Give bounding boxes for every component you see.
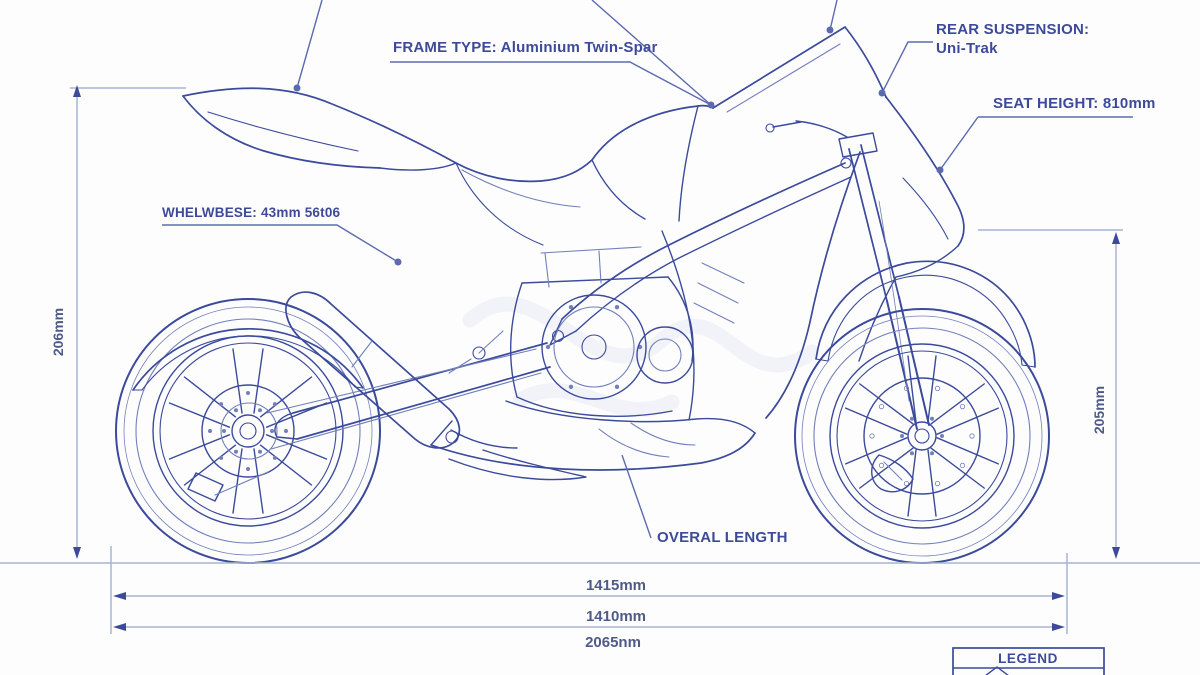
dimension-lines	[0, 85, 1200, 634]
seat	[455, 159, 593, 183]
exhaust	[285, 291, 518, 449]
dimension-front-height: 205mm	[1091, 386, 1107, 434]
rear-wheel	[115, 298, 381, 564]
frame	[461, 162, 852, 346]
leader-dot	[826, 26, 834, 34]
dimension-rear-height: 206mm	[50, 308, 66, 356]
rear-disc-holes	[208, 391, 288, 471]
engine	[448, 246, 745, 417]
seat-height-label: SEAT HEIGHT: 810mm	[993, 95, 1156, 112]
leader-dot	[293, 84, 301, 92]
overall-length-label: OVERAL LENGTH	[657, 529, 788, 546]
fairing	[661, 26, 965, 421]
tail-section	[182, 87, 714, 246]
front-disc-holes	[869, 385, 975, 487]
rear-fender	[132, 327, 364, 391]
fuel-tank	[591, 104, 714, 161]
callout-leaders	[162, 0, 1133, 539]
dimension-overall: 2065nm	[585, 634, 641, 651]
dimension-wheelbase-lower: 1410mm	[586, 608, 646, 625]
leader-dot	[878, 89, 886, 97]
chain	[266, 348, 542, 450]
front-caliper	[871, 454, 914, 493]
front-wheel	[794, 308, 1050, 564]
leader-dot	[707, 101, 715, 109]
rearset	[472, 346, 486, 360]
leader-dot	[394, 258, 402, 266]
triple-clamp	[838, 132, 878, 158]
belly-pan	[430, 400, 756, 481]
swingarm	[266, 342, 551, 450]
brake-line	[878, 200, 910, 402]
legend-box: LEGEND	[952, 647, 1105, 675]
watermark	[462, 296, 820, 417]
windscreen	[712, 26, 846, 109]
legend-title: LEGEND	[998, 651, 1058, 666]
rear-caliper	[187, 472, 224, 502]
frame-type-label: FRAME TYPE: Aluminium Twin-Spar	[393, 39, 658, 56]
rear-suspension-label: REAR SUSPENSION:	[936, 21, 1089, 38]
radiator	[693, 262, 745, 324]
leader-dot	[936, 166, 944, 174]
legend-diamond-icon	[985, 666, 1009, 675]
wheelbase-label: WHELWBESE: 43mm 56t06	[162, 205, 341, 220]
rear-suspension-value: Uni-Trak	[936, 40, 998, 57]
handlebar	[795, 120, 848, 138]
front-fender	[815, 260, 1036, 368]
dimension-wheelbase-upper: 1415mm	[586, 577, 646, 594]
brake-lever	[772, 121, 802, 128]
motorcycle-drawing	[115, 26, 1050, 564]
front-fork	[765, 120, 930, 430]
